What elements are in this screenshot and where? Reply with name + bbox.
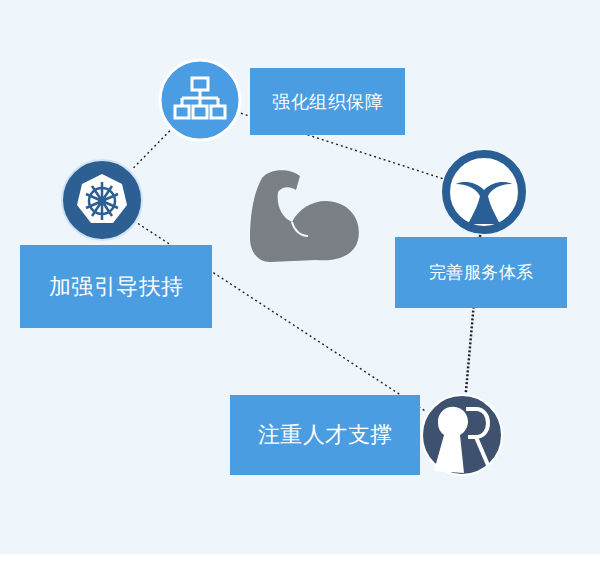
topic-box: 加强引导扶持: [20, 245, 212, 328]
org-chart-icon: [158, 58, 242, 142]
whale-tail-icon: [442, 150, 526, 234]
keyhole-r-icon: [420, 393, 504, 477]
topic-node: 加强引导扶持: [20, 158, 212, 328]
topic-label: 注重人才支撑: [258, 420, 393, 450]
dotted-connector: [132, 131, 170, 170]
topic-label: 加强引导扶持: [49, 272, 184, 302]
topic-box: 完善服务体系: [395, 237, 567, 308]
topic-box: 注重人才支撑: [230, 395, 420, 475]
topic-box: 强化组织保障: [250, 68, 405, 135]
topic-node: 注重人才支撑: [230, 393, 504, 477]
topic-node: 强化组织保障: [158, 58, 408, 142]
topic-label: 完善服务体系: [429, 261, 534, 284]
muscle-arm-detail: [292, 222, 308, 236]
topic-label: 强化组织保障: [272, 90, 383, 114]
muscle-arm-icon: [250, 170, 359, 262]
topic-node: 完善服务体系: [395, 150, 567, 308]
helm-wheel-icon: [60, 158, 144, 242]
